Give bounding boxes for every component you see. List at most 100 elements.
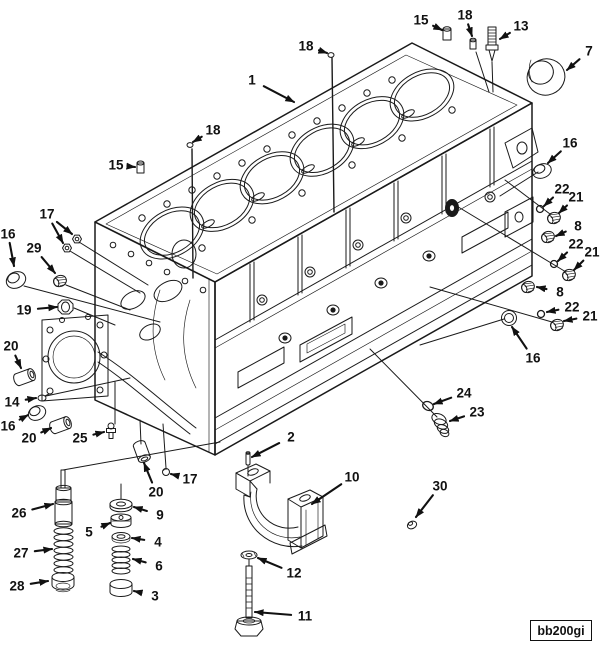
callout-arrow-24 (432, 396, 453, 406)
loose-parts (5, 26, 578, 637)
callout-8a: 8 (554, 219, 582, 238)
callout-4: 4 (130, 535, 162, 550)
callout-label-2: 2 (287, 430, 295, 445)
part-fitting-25 (106, 422, 116, 439)
callout-arrow-18c (465, 23, 474, 38)
callout-arrow-19 (36, 304, 59, 312)
callout-label-29: 29 (26, 241, 41, 256)
part-nut-5 (110, 513, 132, 528)
callout-arrow-16b (18, 413, 30, 423)
callout-5: 5 (85, 521, 112, 540)
part-ball-17 (162, 468, 170, 476)
callout-label-22a: 22 (554, 182, 569, 197)
part-washer-9 (109, 498, 133, 513)
callout-arrow-17a (55, 220, 74, 236)
part-nuts-17 (62, 234, 82, 253)
callout-label-15b: 15 (413, 13, 429, 28)
callout-21a: 21 (557, 190, 584, 215)
callout-label-16b: 16 (0, 419, 16, 434)
callout-arrow-21c (562, 315, 578, 323)
callout-arrow-26 (31, 502, 55, 511)
callout-9: 9 (132, 505, 164, 523)
callout-23: 23 (448, 405, 485, 423)
callout-22c: 22 (545, 300, 580, 315)
callout-1: 1 (248, 73, 296, 104)
callout-arrow-12 (256, 556, 283, 569)
callout-label-18c: 18 (457, 8, 473, 23)
callout-label-22c: 22 (564, 300, 579, 315)
callout-6: 6 (131, 557, 163, 574)
figure-code-box: bb200gi (530, 620, 592, 641)
callout-arrow-14 (24, 395, 38, 403)
part-plug-19 (57, 299, 74, 315)
part-plug-30 (406, 520, 418, 530)
callout-label-21b: 21 (584, 245, 600, 260)
part-pin-2 (245, 451, 251, 466)
callout-arrow-21b (572, 259, 585, 272)
callout-27: 27 (13, 546, 54, 561)
callout-arrow-8b (535, 285, 548, 293)
callout-label-9: 9 (156, 508, 164, 523)
callout-arrow-29 (40, 256, 57, 275)
part-plug-21-3 (548, 316, 566, 334)
cam-bore-seal (445, 199, 459, 217)
part-cap-3 (109, 579, 133, 597)
callout-label-18a: 18 (205, 123, 221, 138)
callout-label-15a: 15 (108, 158, 124, 173)
part-bolt-11 (234, 565, 264, 637)
callout-arrow-18b (317, 46, 329, 55)
callout-29: 29 (26, 241, 57, 275)
callout-arrow-27 (33, 546, 54, 554)
callout-16d: 16 (510, 325, 541, 366)
callout-arrow-4 (130, 535, 146, 543)
callout-18a: 18 (191, 123, 221, 144)
part-washer-4 (111, 532, 131, 544)
callout-16b: 16 (0, 413, 30, 434)
callout-21b: 21 (572, 245, 600, 272)
callout-18c: 18 (457, 8, 474, 38)
part-bushing-20-2 (47, 415, 74, 436)
callout-12: 12 (256, 556, 302, 581)
callout-label-22b: 22 (568, 237, 583, 252)
callout-arrow-21a (557, 204, 569, 215)
callout-arrow-16d (510, 325, 528, 350)
part-oring-22-3 (536, 309, 546, 319)
callout-28: 28 (9, 579, 50, 594)
callout-11: 11 (253, 609, 313, 624)
part-dowel-15-left (136, 160, 145, 174)
callout-arrow-9 (132, 505, 148, 513)
callout-label-13: 13 (513, 19, 529, 34)
callout-label-8b: 8 (556, 285, 564, 300)
part-plunger-26 (54, 469, 73, 528)
callout-label-1: 1 (248, 73, 256, 88)
callout-7: 7 (565, 44, 593, 72)
callout-label-18b: 18 (298, 39, 314, 54)
part-oring-24 (422, 400, 434, 412)
callout-arrow-17b (169, 472, 181, 480)
callout-label-4: 4 (154, 535, 162, 550)
callout-14: 14 (4, 395, 38, 410)
callout-label-21c: 21 (582, 309, 598, 324)
callout-label-10: 10 (344, 470, 359, 485)
callout-19: 19 (16, 303, 59, 318)
callout-8b: 8 (535, 285, 564, 300)
callout-20b: 20 (21, 426, 53, 446)
callout-15b: 15 (413, 13, 444, 32)
part-bushing-20-3 (131, 438, 152, 465)
callout-label-24: 24 (456, 386, 472, 401)
callout-arrow-22c (545, 306, 560, 314)
callout-arrow-6 (131, 557, 147, 565)
callout-arrow-3 (132, 589, 144, 597)
callout-10: 10 (310, 470, 360, 506)
callout-arrow-8a (554, 229, 567, 238)
callout-13: 13 (498, 19, 529, 41)
callout-25: 25 (72, 431, 106, 446)
callout-arrow-15a (126, 162, 137, 170)
part-spring-6 (111, 545, 131, 575)
callout-label-16c: 16 (562, 136, 578, 151)
part-plug-23 (431, 412, 450, 438)
figure-code-text: bb200gi (537, 623, 585, 638)
part-plug-14 (37, 393, 50, 402)
